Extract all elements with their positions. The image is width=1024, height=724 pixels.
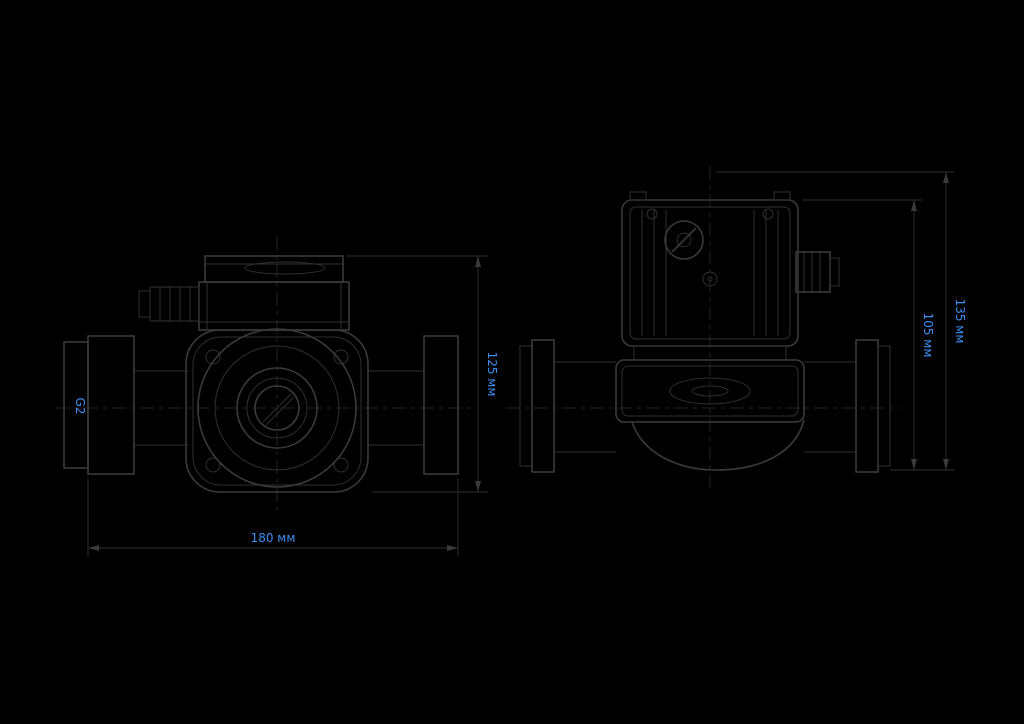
speed-selector-knob: [664, 220, 704, 260]
dim-height-front: 125 мм: [346, 255, 499, 493]
dimensions: 180 мм 125 мм G2 105 мм: [73, 171, 967, 556]
dim-height-outer: 135 мм: [716, 171, 967, 470]
dim-height-outer-label: 135 мм: [953, 299, 967, 344]
dim-width: 180 мм: [87, 478, 459, 556]
side-view: [506, 166, 900, 490]
outlet-flange-right: [368, 335, 459, 475]
terminal-box: [198, 255, 350, 331]
pump-volute: [615, 345, 805, 471]
dim-height-inner: 105 мм: [802, 199, 954, 471]
front-view: [56, 236, 474, 514]
dim-width-label: 180 мм: [251, 531, 296, 545]
flange-left-side: [519, 339, 616, 473]
side-view-centerlines: [506, 166, 900, 490]
front-view-centerlines: [56, 236, 474, 514]
pump-face: [197, 328, 357, 488]
dim-height-inner-label: 105 мм: [921, 313, 935, 358]
terminal-box-side: [795, 251, 840, 293]
flange-right-side: [804, 339, 891, 473]
cable-gland: [138, 286, 200, 322]
thread-size-label: G2: [73, 398, 87, 415]
dim-height-front-label: 125 мм: [485, 352, 499, 397]
inlet-flange-left: [63, 335, 188, 475]
